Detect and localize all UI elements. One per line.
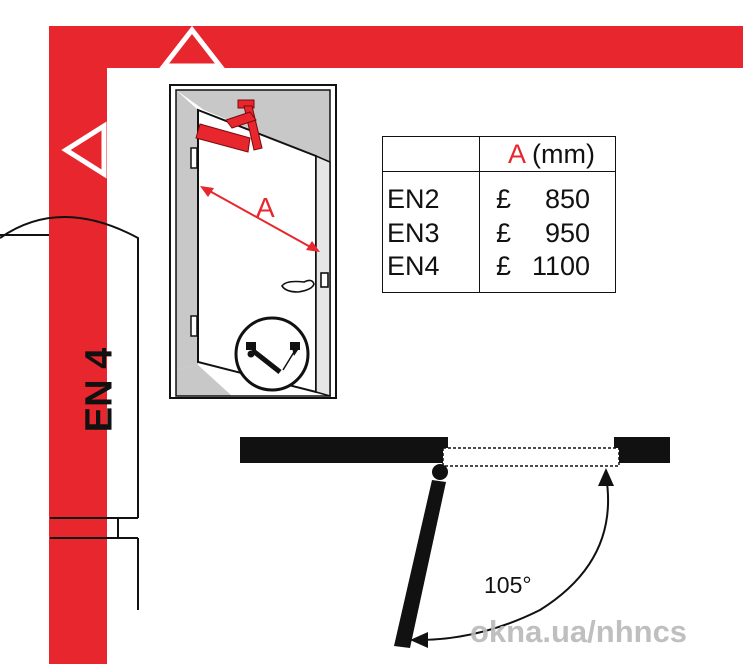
spec-table: A (mm) EN2 £850 EN3 £950 EN4 £1100 xyxy=(382,136,616,293)
row-class: EN4 xyxy=(383,249,480,292)
table-row: EN3 £950 xyxy=(383,216,616,250)
table-header-cell: A (mm) xyxy=(479,137,615,172)
closer-mounting-icon xyxy=(234,316,310,392)
side-label: EN 4 xyxy=(78,347,121,433)
angle-arrow-icon xyxy=(410,468,614,648)
row-value-cell: £850 xyxy=(480,172,616,217)
table-row: EN2 £850 xyxy=(383,171,616,217)
plan-view xyxy=(240,437,670,648)
side-contour xyxy=(0,216,139,610)
row-value-cell: £950 xyxy=(480,217,616,250)
row-symbol: £ xyxy=(496,183,512,214)
row-value-cell: £1100 xyxy=(480,250,616,292)
door-closer-arm-icon xyxy=(195,99,263,153)
row-value: 850 xyxy=(544,183,590,214)
row-value: 950 xyxy=(544,217,590,248)
row-class: EN2 xyxy=(383,171,480,217)
row-class: EN3 xyxy=(383,216,480,250)
row-value: 1100 xyxy=(532,251,591,282)
header-letter: A xyxy=(508,138,525,169)
table-header-row: A (mm) xyxy=(383,137,615,172)
door-handle-icon xyxy=(281,272,329,293)
door-illustration xyxy=(169,84,337,399)
red-frame xyxy=(49,26,743,664)
dimension-arrow xyxy=(200,186,320,252)
dimension-label: A xyxy=(256,192,275,223)
row-symbol: £ xyxy=(496,251,512,282)
warning-triangle-icon xyxy=(158,25,226,69)
watermark: okna.ua/nhncs xyxy=(470,614,688,649)
table-row: EN4 £1100 xyxy=(383,249,616,292)
row-symbol: £ xyxy=(496,217,512,248)
opening-angle-label: 105° xyxy=(484,572,532,598)
table-header-empty xyxy=(383,137,480,172)
header-unit: (mm) xyxy=(532,138,596,169)
warning-triangle-icon xyxy=(61,121,107,179)
